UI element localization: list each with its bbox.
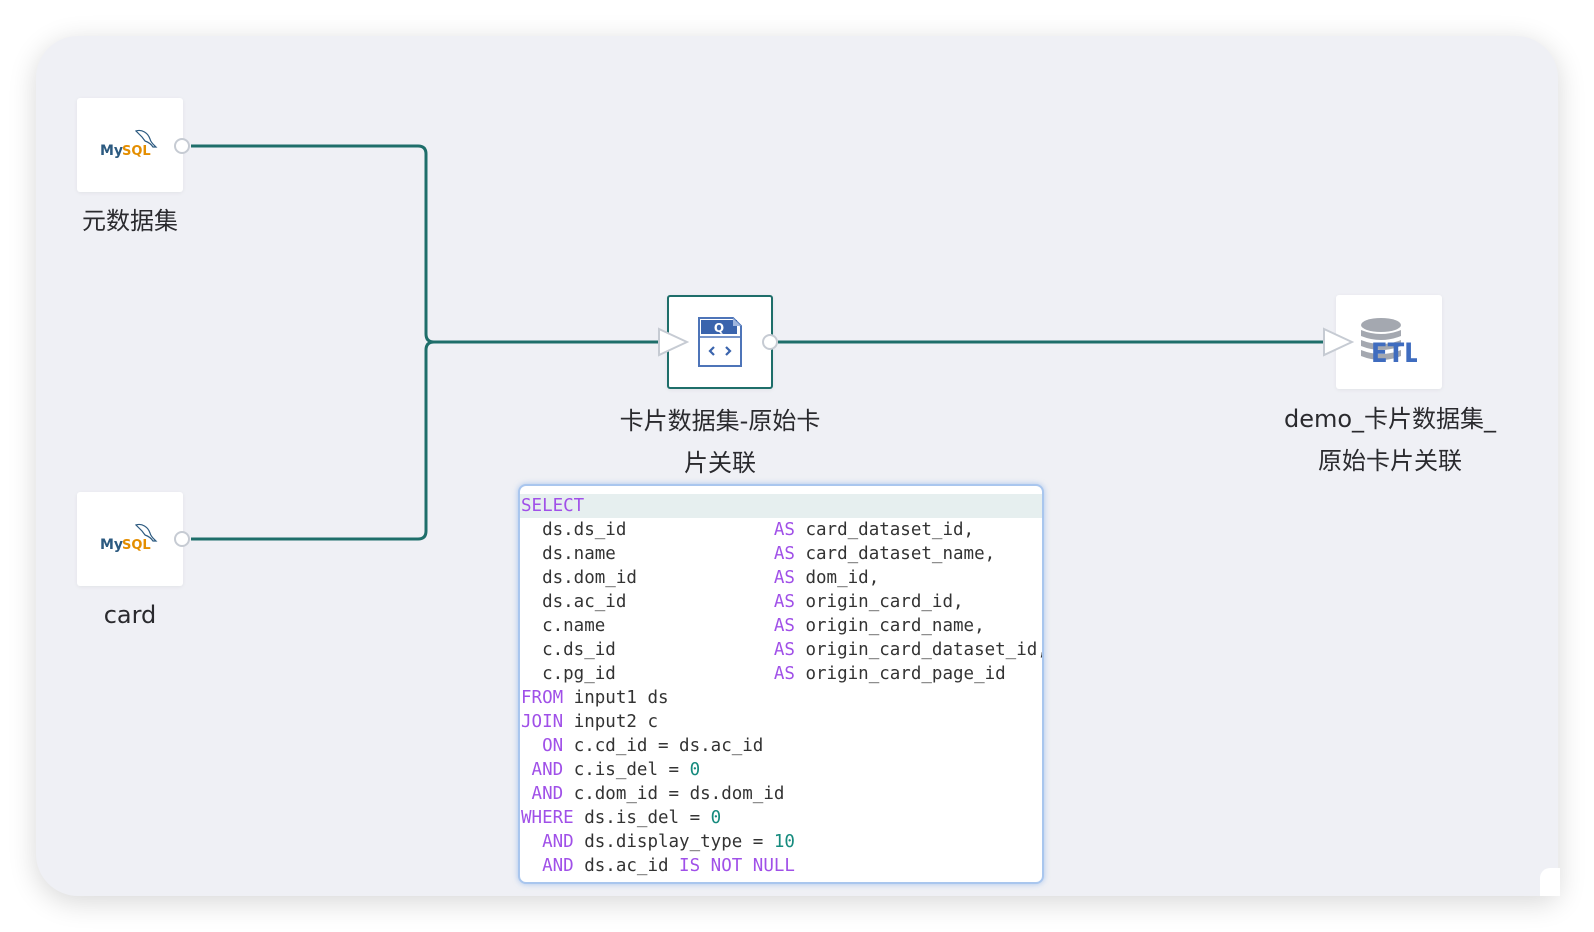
sql-text: c.ds_id: [521, 640, 774, 660]
sql-text: card_dataset_id,: [794, 520, 975, 540]
label-line: 元数据集: [82, 207, 178, 235]
sql-code-line: AND ds.ac_id IS NOT NULL: [520, 854, 1042, 878]
canvas-corner: [1540, 868, 1560, 896]
sql-code-line: WHERE ds.is_del = 0: [520, 806, 1042, 830]
sql-text: c.pg_id: [521, 664, 774, 684]
sql-keyword: AS: [773, 664, 795, 684]
sql-keyword: AND: [531, 760, 564, 780]
label-line: demo_卡片数据集_: [1283, 405, 1497, 433]
sql-keyword: IS NOT NULL: [679, 856, 795, 876]
label-line: 片关联: [684, 449, 756, 477]
sql-keyword: AS: [773, 544, 795, 564]
sql-text: ds.name: [521, 544, 774, 564]
label-line: card: [103, 601, 157, 629]
svg-text:SQL: SQL: [122, 538, 151, 553]
mysql-logo-icon: My SQL: [100, 523, 158, 553]
node-mysql-source-1[interactable]: My SQL: [77, 98, 183, 192]
sql-keyword: JOIN: [521, 712, 564, 732]
sql-text: input2 c: [563, 712, 658, 732]
sql-code-line: c.ds_id AS origin_card_dataset_id,: [520, 638, 1042, 662]
node-label-src2: card: [30, 594, 230, 636]
sql-keyword: AND: [542, 856, 574, 876]
sql-text: ds.ds_id: [521, 520, 774, 540]
node-label-etl: demo_卡片数据集_ 原始卡片关联: [1250, 398, 1530, 482]
sql-text: ds.ac_id: [573, 856, 680, 876]
sql-text: c.name: [521, 616, 774, 636]
sql-code-line: c.name AS origin_card_name,: [520, 614, 1042, 638]
sql-query-icon: Q: [698, 317, 742, 367]
sql-text: [521, 856, 542, 876]
sql-text: c.is_del =: [563, 760, 690, 780]
sql-code-line: c.pg_id AS origin_card_page_id: [520, 662, 1042, 686]
svg-text:Q: Q: [714, 321, 724, 335]
output-port-sql[interactable]: [762, 334, 778, 350]
sql-keyword: WHERE: [521, 808, 574, 828]
sql-keyword: AND: [542, 832, 574, 852]
sql-code-line: SELECT: [520, 494, 1042, 518]
sql-keyword: AS: [773, 640, 795, 660]
sql-code-line: ds.ds_id AS card_dataset_id,: [520, 518, 1042, 542]
svg-text:My: My: [100, 537, 123, 553]
sql-keyword: AS: [773, 520, 795, 540]
sql-text: [521, 736, 542, 756]
sql-text: [521, 832, 542, 852]
sql-text: origin_card_page_id: [794, 664, 1006, 684]
sql-text: [521, 784, 532, 804]
label-line: 原始卡片关联: [1318, 447, 1462, 475]
sql-text: ds.is_del =: [573, 808, 711, 828]
sql-keyword: FROM: [521, 688, 564, 708]
sql-preview-tooltip: SELECT ds.ds_id AS card_dataset_id, ds.n…: [518, 484, 1044, 884]
sql-keyword: AND: [531, 784, 564, 804]
output-port-src2[interactable]: [174, 531, 190, 547]
sql-number: 0: [710, 808, 722, 828]
input-port-etl[interactable]: [1322, 327, 1354, 357]
sql-text: input1 ds: [563, 688, 669, 708]
sql-keyword: SELECT: [521, 496, 585, 516]
svg-text:SQL: SQL: [122, 144, 151, 159]
mysql-logo-icon: My SQL: [100, 129, 158, 159]
svg-text:ETL: ETL: [1371, 338, 1417, 368]
sql-code-line: ds.ac_id AS origin_card_id,: [520, 590, 1042, 614]
sql-text: c.cd_id = ds.ac_id: [563, 736, 764, 756]
sql-code-line: AND ds.display_type = 10: [520, 830, 1042, 854]
sql-number: 0: [689, 760, 701, 780]
input-port-sql[interactable]: [657, 327, 689, 357]
sql-code-line: FROM input1 ds: [520, 686, 1042, 710]
node-etl-output[interactable]: ETL: [1336, 295, 1442, 389]
sql-code-line: AND c.dom_id = ds.dom_id: [520, 782, 1042, 806]
node-label-src1: 元数据集: [30, 200, 230, 242]
sql-code-block: SELECT ds.ds_id AS card_dataset_id, ds.n…: [520, 486, 1042, 878]
sql-code-line: AND c.is_del = 0: [520, 758, 1042, 782]
sql-text: card_dataset_name,: [794, 544, 996, 564]
sql-code-line: ds.dom_id AS dom_id,: [520, 566, 1042, 590]
sql-keyword: AS: [773, 568, 795, 588]
sql-keyword: AS: [773, 592, 795, 612]
output-port-src1[interactable]: [174, 138, 190, 154]
sql-text: [521, 760, 532, 780]
label-line: 卡片数据集-原始卡: [619, 407, 821, 435]
sql-keyword: ON: [542, 736, 564, 756]
node-mysql-source-2[interactable]: My SQL: [77, 492, 183, 586]
sql-number: 10: [773, 832, 795, 852]
sql-text: c.dom_id = ds.dom_id: [563, 784, 785, 804]
sql-text: dom_id,: [794, 568, 880, 588]
sql-keyword: AS: [773, 616, 795, 636]
sql-text: origin_card_id,: [794, 592, 964, 612]
sql-text: ds.ac_id: [521, 592, 774, 612]
sql-text: ds.display_type =: [573, 832, 774, 852]
sql-code-line: ON c.cd_id = ds.ac_id: [520, 734, 1042, 758]
sql-code-line: ds.name AS card_dataset_name,: [520, 542, 1042, 566]
sql-text: ds.dom_id: [521, 568, 774, 588]
sql-text: origin_card_dataset_id,: [794, 640, 1044, 660]
sql-text: origin_card_name,: [794, 616, 985, 636]
node-label-sql: 卡片数据集-原始卡 片关联: [580, 400, 860, 484]
sql-code-line: JOIN input2 c: [520, 710, 1042, 734]
etl-database-icon: ETL: [1361, 318, 1417, 368]
svg-text:My: My: [100, 143, 123, 159]
